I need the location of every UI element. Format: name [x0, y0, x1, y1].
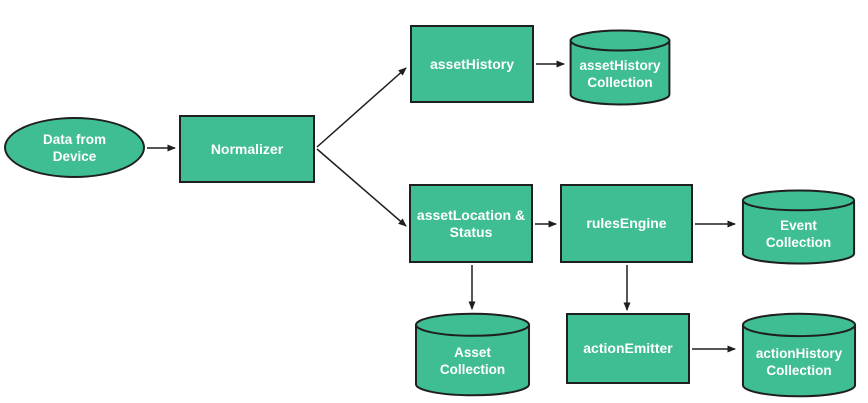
- node-asset-history-collection-label: assetHistory Collection: [579, 58, 661, 90]
- node-asset-history: assetHistory: [410, 25, 534, 103]
- node-asset-location-status: assetLocation & Status: [409, 184, 533, 263]
- node-asset-history-collection: assetHistory Collection: [568, 29, 672, 106]
- node-data-from-device: Data from Device: [4, 117, 145, 178]
- edge-normalizer-to-assetlocation: [316, 148, 407, 227]
- cylinder-shape-icon: [740, 312, 858, 398]
- node-action-emitter-label: actionEmitter: [583, 340, 673, 356]
- node-asset-collection: Asset Collection: [413, 312, 532, 397]
- cylinder-shape-icon: [413, 312, 532, 397]
- node-action-history-collection-label: actionHistory Collection: [755, 345, 843, 378]
- cylinder-shape-icon: [740, 189, 857, 265]
- node-event-collection-label: Event Collection: [765, 217, 832, 250]
- node-normalizer-label: Normalizer: [210, 140, 284, 157]
- node-data-from-device-label: Data from Device: [42, 131, 106, 164]
- node-rules-engine-label: rulesEngine: [586, 215, 667, 231]
- node-asset-location-status-label: assetLocation & Status: [416, 206, 526, 240]
- node-action-history-collection: actionHistory Collection: [740, 312, 858, 398]
- edge-normalizer-to-assethistory: [316, 67, 407, 148]
- node-normalizer: Normalizer: [179, 115, 315, 183]
- cylinder-shape-icon: [568, 29, 672, 106]
- node-rules-engine: rulesEngine: [560, 184, 693, 263]
- node-event-collection: Event Collection: [740, 189, 857, 265]
- node-asset-collection-label: Asset Collection: [439, 345, 506, 377]
- node-asset-history-label: assetHistory: [429, 55, 515, 72]
- node-action-emitter: actionEmitter: [566, 313, 690, 384]
